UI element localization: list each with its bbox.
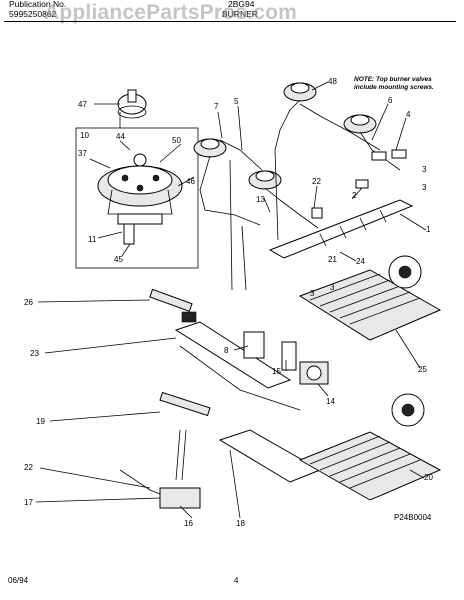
callout-4: 4 bbox=[406, 110, 411, 119]
nut-21-b bbox=[391, 393, 425, 427]
callout-46: 46 bbox=[186, 177, 195, 186]
callout-numbers: 47 10 44 50 37 46 11 45 7 5 48 6 4 3 3 2… bbox=[24, 77, 433, 528]
burner-cap-47 bbox=[117, 89, 147, 119]
model-number: 2BG94 bbox=[228, 0, 255, 9]
callout-3-top: 3 bbox=[422, 165, 427, 174]
callout-15: 15 bbox=[272, 367, 281, 376]
callout-leaders bbox=[35, 81, 427, 519]
note-line-2: include mounting screws. bbox=[354, 84, 434, 91]
callout-22-low: 22 bbox=[24, 463, 33, 472]
callout-10: 10 bbox=[80, 131, 89, 140]
callout-37: 37 bbox=[78, 149, 87, 158]
burner-assembly-lower bbox=[119, 429, 322, 509]
regulator-14 bbox=[299, 361, 329, 385]
callout-14: 14 bbox=[326, 397, 335, 406]
callout-18: 18 bbox=[236, 519, 245, 528]
callout-20: 20 bbox=[424, 473, 433, 482]
callout-3-mid: 3 bbox=[422, 183, 427, 192]
callout-16: 16 bbox=[184, 519, 193, 528]
callout-22-top: 22 bbox=[312, 177, 321, 186]
callout-19: 19 bbox=[36, 417, 45, 426]
manifold-pipe bbox=[268, 199, 414, 259]
grate-25 bbox=[298, 269, 442, 341]
callout-48: 48 bbox=[328, 77, 337, 86]
callout-45: 45 bbox=[114, 255, 123, 264]
callout-2: 2 bbox=[352, 191, 357, 200]
callout-3-low-a: 3 bbox=[310, 289, 315, 298]
igniter-19 bbox=[159, 391, 211, 417]
callout-24: 24 bbox=[356, 257, 365, 266]
callout-47: 47 bbox=[78, 100, 87, 109]
grate-20 bbox=[298, 431, 442, 501]
footer-date: 06/94 bbox=[8, 576, 29, 585]
callout-5: 5 bbox=[234, 97, 239, 106]
burner-base-detail bbox=[97, 153, 183, 245]
section-title: BURNER bbox=[222, 9, 258, 19]
callout-11: 11 bbox=[88, 235, 97, 244]
igniter-26 bbox=[149, 288, 197, 323]
publication-label: Publication No. bbox=[9, 0, 67, 9]
publication-number: 5995250862 bbox=[9, 9, 57, 19]
callout-7: 7 bbox=[214, 102, 219, 111]
callout-50: 50 bbox=[172, 136, 181, 145]
callout-1: 1 bbox=[426, 225, 431, 234]
callout-3-low-b: 3 bbox=[330, 283, 335, 292]
nut-21-a bbox=[388, 255, 422, 289]
gas-tubing bbox=[199, 99, 401, 291]
callout-17: 17 bbox=[24, 498, 33, 507]
burner-tube-left bbox=[174, 321, 301, 411]
top-burners bbox=[193, 82, 377, 190]
note-line-1: NOTE: Top burner valves bbox=[354, 76, 432, 83]
footer-page-number: 4 bbox=[234, 576, 239, 585]
callout-23: 23 bbox=[30, 349, 39, 358]
callout-8: 8 bbox=[224, 346, 229, 355]
header-rule bbox=[4, 21, 456, 22]
watermark-logo: AppliancePartsPros.com bbox=[44, 1, 297, 24]
callout-21: 21 bbox=[328, 255, 337, 264]
callout-26: 26 bbox=[24, 298, 33, 307]
bracket-15 bbox=[281, 341, 297, 371]
callout-13: 13 bbox=[256, 195, 265, 204]
callout-6: 6 bbox=[388, 96, 393, 105]
callout-25: 25 bbox=[418, 365, 427, 374]
diagram-code: P24B0004 bbox=[394, 513, 432, 522]
callout-44: 44 bbox=[116, 132, 125, 141]
part-8 bbox=[243, 331, 265, 359]
